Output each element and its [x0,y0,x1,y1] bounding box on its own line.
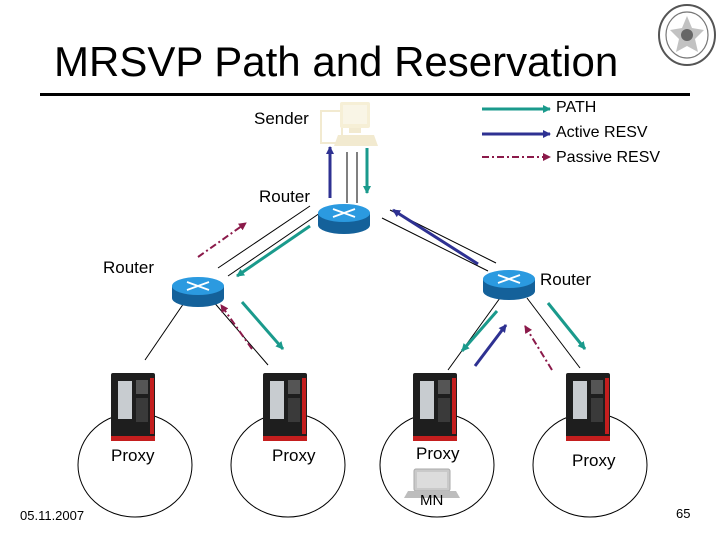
sender-label: Sender [254,109,309,128]
path-arrow-right-proxy4 [546,302,587,350]
title-rule [40,93,690,96]
active-resv-arrow-right-top [392,208,479,266]
passive-resv-arrow-proxy1-left [220,304,253,350]
router-left-icon [172,277,224,307]
router-right-label: Router [540,270,592,289]
mn-label: MN [420,492,444,509]
router-right-icon [483,270,535,300]
proxy-label-1: Proxy [111,446,155,465]
proxy-label-4: Proxy [572,451,616,470]
path-arrow-top-left [236,224,311,278]
page-title: MRSVP Path and Reservation [54,38,619,85]
link-right-proxy4 [526,297,581,369]
mobile-node-laptop-icon [404,468,460,498]
passive-resv-arrow-proxy4-right [524,325,553,371]
router-top-icon [318,204,370,234]
link-top-left [227,212,321,277]
proxy-server-icon-2 [263,373,307,441]
path-arrow-right-proxy3 [460,310,499,352]
router-top-label: Router [259,187,311,206]
institution-seal-icon [658,4,716,66]
passive-resv-arrow-left-top [197,222,247,258]
page-number: 65 [676,506,691,521]
sender-computer-icon [320,102,378,146]
active-resv-arrow-proxy3-right [473,324,508,367]
link-left-proxy1 [144,299,187,361]
router-left-label: Router [103,258,155,277]
proxy-server-icon-1 [111,373,155,441]
legend-active-resv-label: Active RESV [556,124,648,141]
path-arrow-left-proxy2 [240,301,285,350]
proxy-label-2: Proxy [272,446,316,465]
link-top-right [381,217,489,272]
proxy-server-icon-4 [566,373,610,441]
legend-passive-resv-label: Passive RESV [556,149,661,166]
proxy-server-icon-3 [413,373,457,441]
footer-date: 05.11.2007 [20,508,85,523]
legend-path-label: PATH [556,99,597,116]
link-right-proxy3 [447,297,501,371]
proxy-label-3: Proxy [416,444,460,463]
